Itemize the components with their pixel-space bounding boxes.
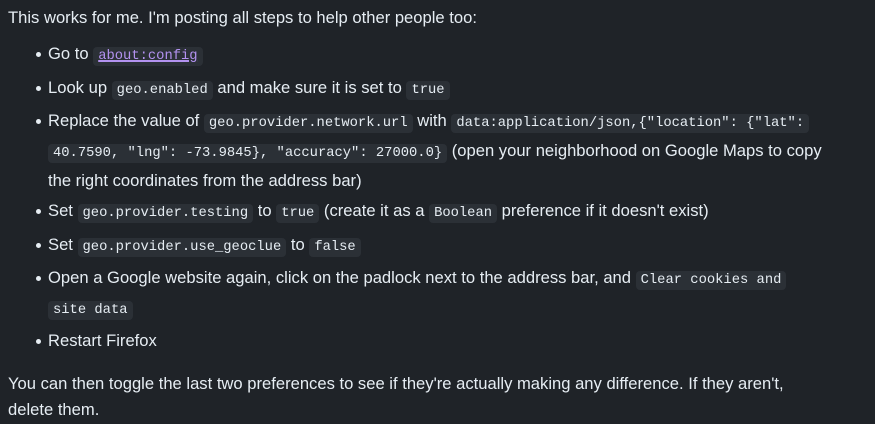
network-url-code: geo.provider.network.url xyxy=(203,114,413,133)
geo-enabled-code: geo.enabled xyxy=(111,80,213,100)
steps-list: Go to about:config Look up geo.enabled a… xyxy=(8,40,867,355)
outro-line-2: delete them. xyxy=(8,399,100,419)
step-4-text: Set xyxy=(48,201,78,220)
about-config-link[interactable]: about:config xyxy=(93,44,203,66)
provider-testing-code: geo.provider.testing xyxy=(77,204,254,223)
use-geoclue-code: geo.provider.use_geoclue xyxy=(77,237,287,257)
data-json-code-line1: data:application/json,{"location": {"lat… xyxy=(451,114,810,133)
step-3-mid: with xyxy=(412,111,452,130)
step-6-text: Open a Google website again, click on th… xyxy=(48,268,636,287)
step-2-text: Look up xyxy=(48,77,112,97)
step-3-post: (open your neighborhood on Google Maps t… xyxy=(447,141,822,160)
list-item: Open a Google website again, click on th… xyxy=(8,264,867,324)
step-3-post-line2: the right coordinates from the address b… xyxy=(48,171,362,190)
step-2-mid: and make sure it is set to xyxy=(212,77,407,97)
false-code: false xyxy=(309,237,361,257)
outro-text: You can then toggle the last two prefere… xyxy=(8,371,867,423)
step-5-text: Set xyxy=(48,234,78,254)
about-config-code: about:config xyxy=(93,47,203,66)
step-7-text: Restart Firefox xyxy=(48,331,157,350)
list-item: Look up geo.enabled and make sure it is … xyxy=(8,74,867,105)
outro-line-1: You can then toggle the last two prefere… xyxy=(8,373,784,393)
step-1-text: Go to xyxy=(48,44,94,63)
clear-cookies-code-line1: Clear cookies and xyxy=(635,271,787,290)
boolean-code: Boolean xyxy=(429,204,498,223)
step-4-mid1: to xyxy=(253,201,277,220)
data-json-code-line2: 40.7590, "lng": -73.9845}, "accuracy": 2… xyxy=(48,144,448,163)
step-3-text: Replace the value of xyxy=(48,111,204,130)
list-item: Go to about:config xyxy=(8,40,867,71)
list-item: Set geo.provider.use_geoclue to false xyxy=(8,231,867,262)
list-item: Set geo.provider.testing to true (create… xyxy=(8,197,867,228)
step-5-mid: to xyxy=(286,234,310,254)
list-item: Restart Firefox xyxy=(8,327,867,355)
true-code: true xyxy=(276,204,320,223)
clear-cookies-code-line2: site data xyxy=(48,301,133,320)
step-4-mid2: (create it as a xyxy=(319,201,430,220)
intro-text: This works for me. I'm posting all steps… xyxy=(8,8,477,27)
step-4-post: preference if it doesn't exist) xyxy=(497,201,709,220)
list-item: Replace the value of geo.provider.networ… xyxy=(8,107,867,194)
true-code: true xyxy=(406,80,450,100)
